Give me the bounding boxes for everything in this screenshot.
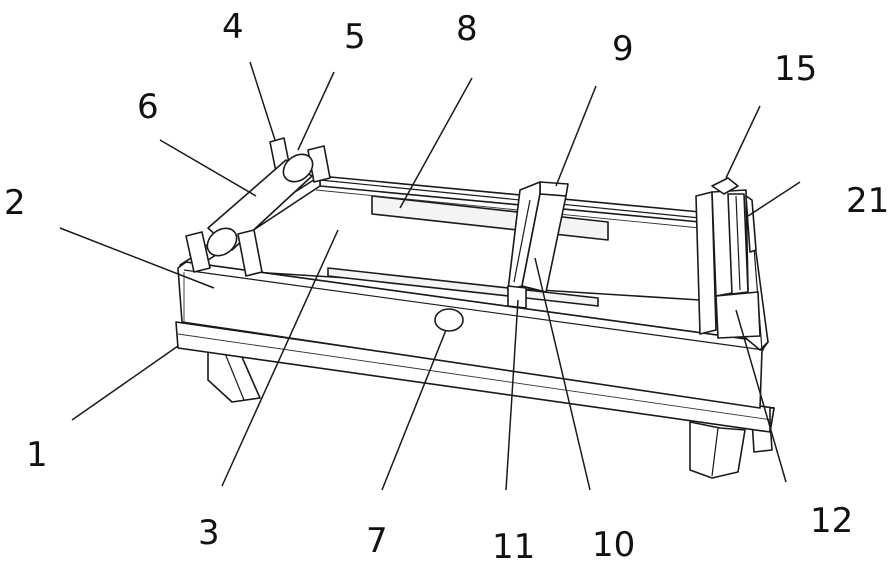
leader-7 [381, 329, 447, 491]
knob [434, 308, 464, 332]
callout-3: 3 [198, 513, 220, 553]
callout-10: 10 [592, 525, 635, 565]
callout-15: 15 [774, 49, 817, 89]
callout-5: 5 [344, 17, 366, 57]
cross-slider [507, 181, 569, 309]
leader-9 [555, 85, 597, 187]
leader-5 [297, 71, 335, 151]
callout-6: 6 [137, 87, 159, 127]
callout-1: 1 [26, 435, 48, 475]
callout-8: 8 [456, 9, 478, 49]
leader-lines [59, 61, 801, 491]
roller [206, 153, 314, 257]
leader-12 [735, 309, 787, 483]
callout-11: 11 [492, 527, 535, 566]
callout-2: 2 [4, 183, 26, 223]
leader-10 [534, 257, 591, 491]
roller-support-rear [269, 137, 331, 183]
leader-4 [249, 61, 276, 141]
callout-9: 9 [612, 29, 634, 69]
guide-rails [315, 179, 701, 229]
right-end-assembly [695, 177, 761, 339]
leader-15 [725, 105, 761, 179]
leader-2 [59, 227, 215, 289]
leader-8 [399, 77, 473, 209]
leader-11 [505, 299, 519, 491]
callout-7: 7 [366, 521, 388, 561]
callout-labels: 1 2 3 4 5 6 7 8 9 10 11 12 15 21 [4, 7, 889, 566]
leader-21 [747, 181, 801, 217]
callout-12: 12 [810, 501, 853, 541]
leader-6 [159, 139, 257, 197]
callout-4: 4 [222, 7, 244, 47]
leader-3 [221, 229, 339, 487]
leg-front-right [689, 421, 746, 479]
leader-1 [71, 345, 179, 421]
roller-support-front [185, 229, 263, 277]
callout-21: 21 [846, 181, 889, 221]
